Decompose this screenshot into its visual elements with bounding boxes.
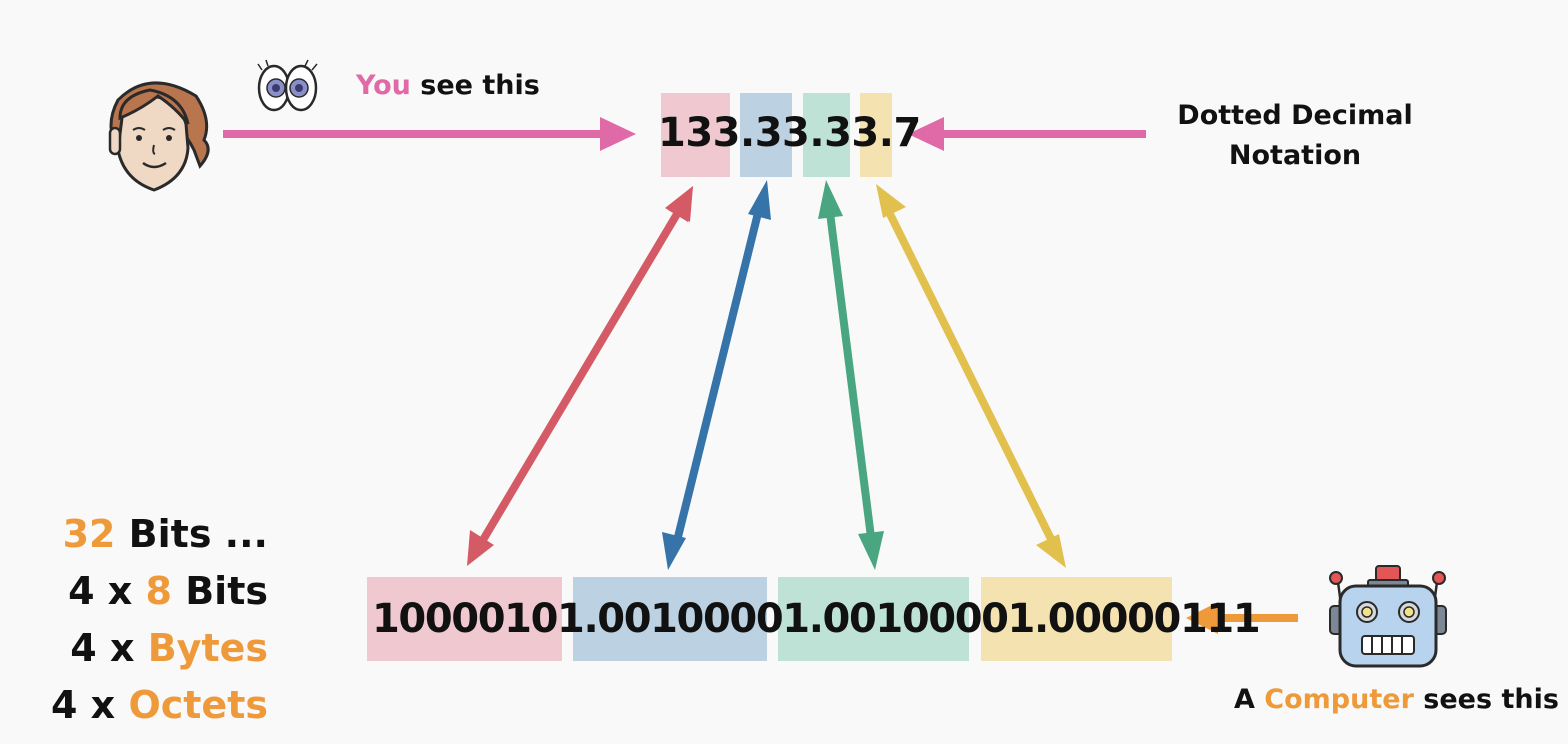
decimal-octet-3: 33 <box>824 110 879 156</box>
decimal-octet-1: 133 <box>658 110 741 156</box>
bits-line-1-post: Bits ... <box>115 512 268 556</box>
computer-caption-post: sees this <box>1413 684 1559 715</box>
robot-to-binary-arrow <box>1186 602 1298 634</box>
eyes-icon <box>257 59 318 112</box>
octet-4-double-arrow <box>876 184 1066 568</box>
decimal-octet-1-box <box>661 93 730 177</box>
computer-sees-this-caption: A Computer sees this <box>1234 684 1559 715</box>
computer-highlight: Computer <box>1264 684 1414 715</box>
person-to-decimal-arrow <box>223 117 636 151</box>
bits-line-1: 32 Bits ... <box>63 512 268 556</box>
dotted-decimal-notation-label: Dotted Decimal Notation <box>1160 96 1430 176</box>
octet-3-double-arrow <box>818 180 884 570</box>
person-face-icon <box>108 81 210 192</box>
bits-line-2: 4 x 8 Bits <box>68 569 268 613</box>
binary-octet-4: 00000111 <box>1047 596 1261 642</box>
notation-line-2: Notation <box>1228 140 1362 171</box>
bits-line-2-post: Bits <box>171 569 268 613</box>
bits-line-1-highlight: 32 <box>62 512 116 556</box>
binary-ip-address: 10000101.00100001.00100001.00000111 <box>372 596 1261 642</box>
decimal-separator: . <box>809 110 825 156</box>
notation-line-1: Dotted Decimal <box>1177 100 1413 131</box>
bits-line-3: 4 x Bytes <box>70 626 268 670</box>
bits-line-2-pre: 4 x <box>68 569 146 613</box>
decimal-octet-2-box <box>740 93 792 177</box>
binary-octet-1: 10000101 <box>372 596 585 642</box>
you-see-this-caption: You see this <box>356 70 540 101</box>
decimal-separator: . <box>740 110 755 156</box>
decimal-octet-4: 7 <box>893 110 921 156</box>
binary-octet-2: 00100001 <box>597 596 810 642</box>
you-highlight: You <box>356 70 411 101</box>
bits-line-3-pre: 4 x <box>70 626 148 670</box>
notation-to-decimal-arrow <box>908 117 1146 151</box>
octet-2-double-arrow <box>662 180 771 570</box>
see-this-text: see this <box>410 70 540 101</box>
octet-1-double-arrow <box>467 186 693 566</box>
decimal-octet-4-box <box>860 93 892 177</box>
binary-octet-3-box <box>778 577 969 661</box>
decimal-octet-2: 33 <box>754 110 810 156</box>
binary-octet-1-box <box>367 577 562 661</box>
computer-caption-pre: A <box>1234 684 1265 715</box>
bits-line-4-highlight: Octets <box>128 683 268 727</box>
binary-octet-2-box <box>573 577 767 661</box>
bits-line-4: 4 x Octets <box>51 683 268 727</box>
robot-icon <box>1329 565 1447 668</box>
bits-line-2-highlight: 8 <box>145 569 172 613</box>
binary-separator: . <box>808 596 824 642</box>
binary-octet-4-box <box>981 577 1172 661</box>
decimal-octet-3-box <box>803 93 850 177</box>
decimal-separator: . <box>878 110 894 156</box>
binary-separator: . <box>1034 596 1049 642</box>
binary-octet-3: 00100001 <box>822 596 1036 642</box>
bits-line-3-highlight: Bytes <box>147 626 268 670</box>
decimal-ip-address: 133.33.33.7 <box>658 110 921 156</box>
bits-line-4-pre: 4 x <box>51 683 129 727</box>
binary-separator: . <box>583 596 598 642</box>
